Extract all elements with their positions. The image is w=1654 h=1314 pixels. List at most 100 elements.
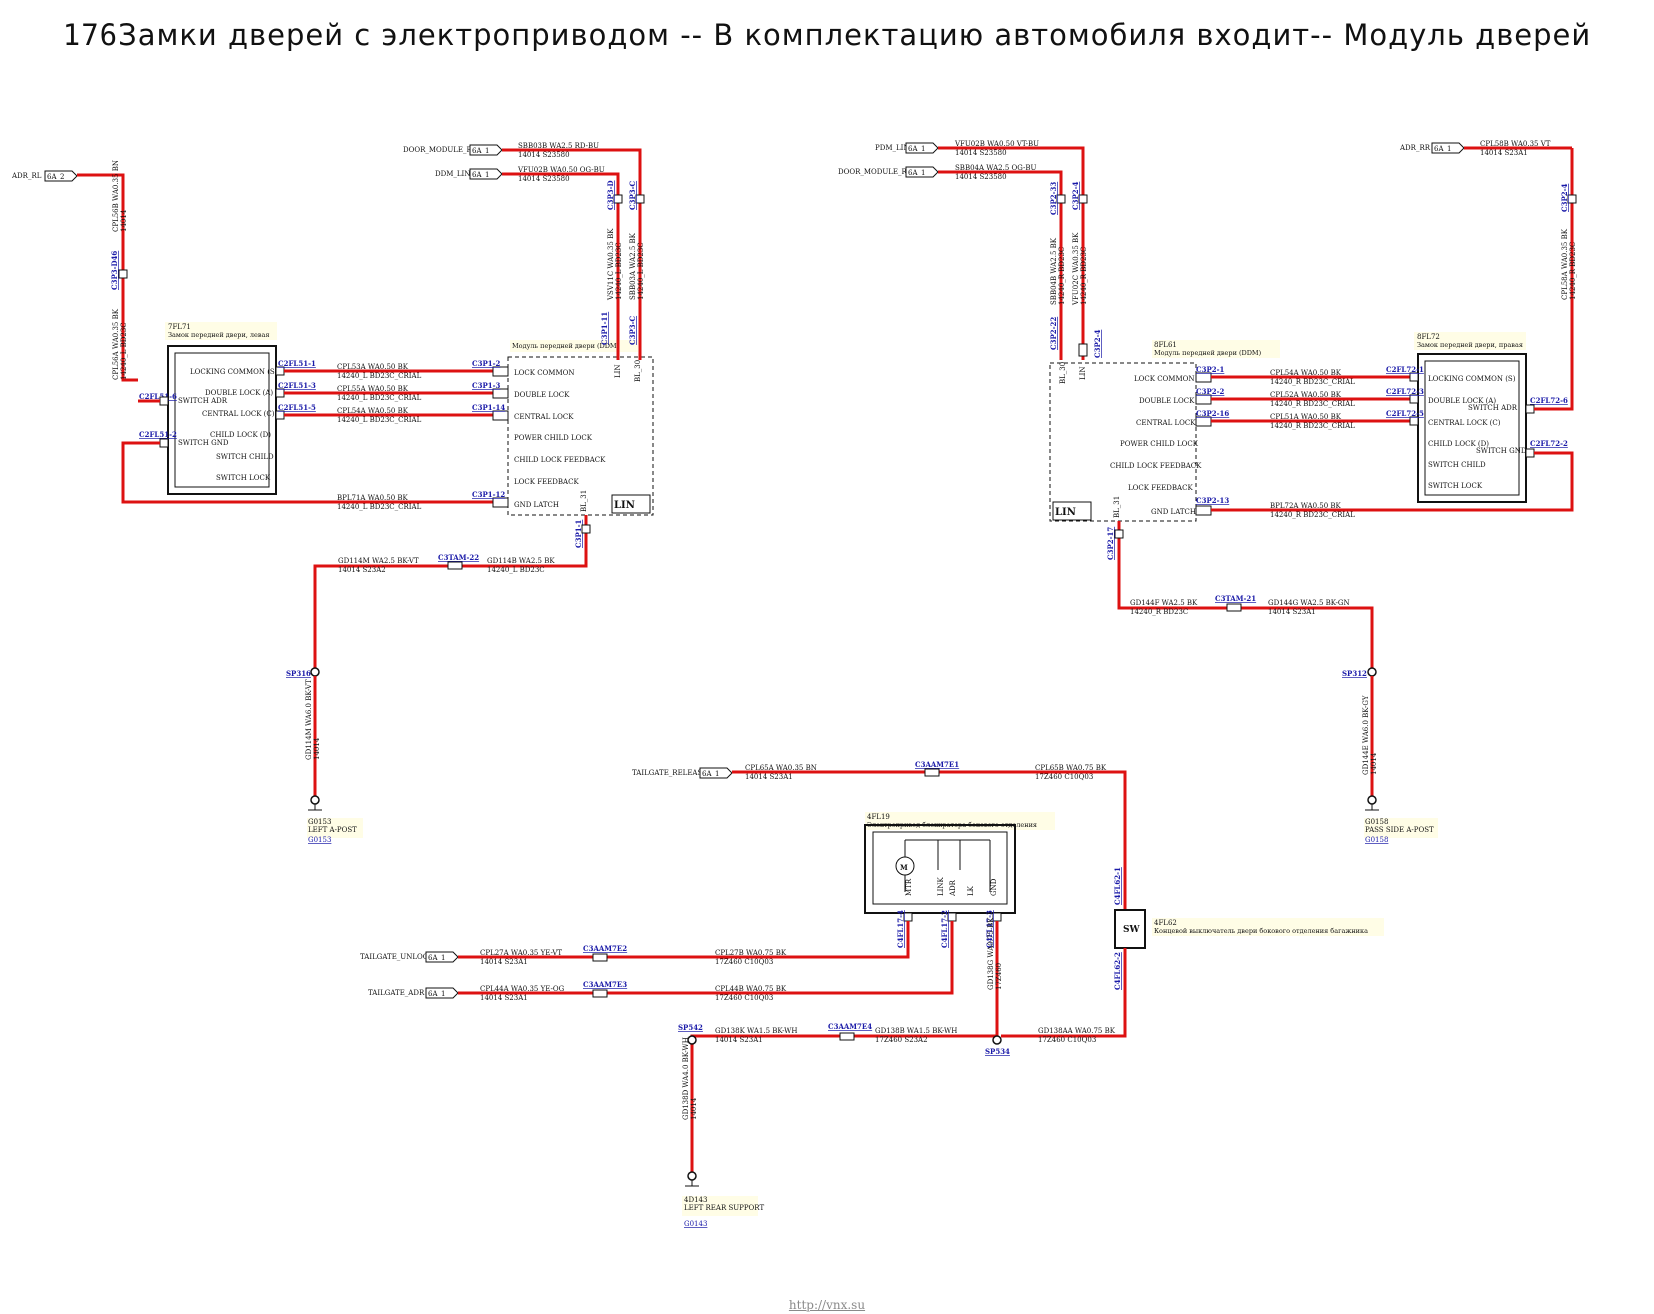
svg-text:BPL71A WA0.50 BK: BPL71A WA0.50 BK: [337, 494, 409, 502]
svg-text:14014 S23A1: 14014 S23A1: [480, 994, 528, 1002]
svg-text:TAILGATE_ADR: TAILGATE_ADR: [368, 989, 425, 997]
svg-text:PDM_LIN: PDM_LIN: [875, 144, 910, 152]
svg-text:CPL65B WA0.75 BK: CPL65B WA0.75 BK: [1035, 764, 1107, 772]
svg-text:GD114M WA2.5 BK-VT: GD114M WA2.5 BK-VT: [338, 557, 419, 565]
svg-text:C3P2-4: C3P2-4: [1093, 330, 1102, 358]
pin-label: SWITCH GND: [178, 439, 229, 447]
svg-text:CENTRAL LOCK (C): CENTRAL LOCK (C): [1428, 419, 1501, 427]
wire-tailgate-adr: [458, 921, 954, 995]
svg-text:14240_L BD23C_CRIAL: 14240_L BD23C_CRIAL: [337, 503, 422, 511]
svg-text:14240_R BD23C_CRIAL: 14240_R BD23C_CRIAL: [1270, 511, 1355, 519]
svg-text:17Z460: 17Z460: [995, 963, 1003, 990]
pin-label: LOCKING COMMON (S): [190, 368, 278, 376]
wire-door-module-rl: [502, 148, 642, 360]
svg-text:GND LATCH: GND LATCH: [1151, 508, 1196, 516]
wire-adr-left: [77, 173, 138, 382]
svg-text:LEFT A-POST: LEFT A-POST: [308, 826, 357, 834]
svg-text:VFU02B WA0.50 VT-BU: VFU02B WA0.50 VT-BU: [954, 140, 1039, 148]
ground-left-a-post: G0153 LEFT A-POST G0153: [307, 795, 363, 844]
svg-text:CPL56B WA0.35 BN: CPL56B WA0.35 BN: [112, 160, 120, 232]
svg-text:6A_1: 6A_1: [908, 145, 925, 153]
svg-text:DDM_LIN: DDM_LIN: [435, 170, 470, 178]
svg-text:14014 S23580: 14014 S23580: [955, 149, 1007, 157]
svg-text:GD138B WA1.5 BK-WH: GD138B WA1.5 BK-WH: [875, 1027, 957, 1035]
wire-tailgate-unlock: [458, 921, 910, 959]
svg-text:C3AAM7E3: C3AAM7E3: [583, 980, 627, 989]
svg-text:14014 S23A1: 14014 S23A1: [1268, 608, 1316, 616]
svg-text:C3P2-22: C3P2-22: [1049, 317, 1058, 350]
svg-text:14240_L BD23C: 14240_L BD23C: [120, 322, 128, 380]
svg-text:4D143: 4D143: [684, 1196, 707, 1204]
svg-text:Концевой выключатель двери бок: Концевой выключатель двери бокового отде…: [1154, 927, 1368, 935]
svg-text:14014 S23580: 14014 S23580: [518, 175, 570, 183]
page-title: 176Замки дверей с электроприводом -- В к…: [62, 18, 1592, 52]
svg-text:BL_30: BL_30: [1059, 362, 1067, 384]
left-door-module: Модуль передней двери (DDM) LOCK COMMON …: [492, 340, 654, 516]
svg-text:C3P2-2: C3P2-2: [1196, 387, 1224, 396]
svg-text:G0153: G0153: [308, 818, 331, 826]
svg-text:POWER CHILD LOCK: POWER CHILD LOCK: [514, 434, 593, 442]
svg-text:CPL54A WA0.50 BK: CPL54A WA0.50 BK: [1270, 369, 1342, 377]
svg-text:GD114B WA2.5 BK: GD114B WA2.5 BK: [487, 557, 555, 565]
svg-text:ADR_RR: ADR_RR: [1399, 144, 1431, 152]
svg-text:Замок передней двери, правая: Замок передней двери, правая: [1417, 341, 1523, 349]
svg-text:VFU02B WA0.50 OG-BU: VFU02B WA0.50 OG-BU: [517, 166, 605, 174]
svg-text:8FL61: 8FL61: [1154, 341, 1177, 349]
svg-text:C4FL17-4: C4FL17-4: [896, 910, 905, 948]
svg-text:14240_L BD23C: 14240_L BD23C: [637, 242, 645, 300]
svg-text:CPL44A WA0.35 YE-OG: CPL44A WA0.35 YE-OG: [480, 985, 565, 993]
svg-text:SWITCH ADR: SWITCH ADR: [1468, 404, 1518, 412]
svg-text:LOCKING COMMON (S): LOCKING COMMON (S): [1428, 375, 1516, 383]
svg-text:C2FL72-3: C2FL72-3: [1386, 387, 1424, 396]
svg-text:C4FL17-3: C4FL17-3: [985, 910, 994, 948]
svg-text:7FL71: 7FL71: [168, 323, 191, 331]
svg-text:C3AAM7E4: C3AAM7E4: [828, 1022, 872, 1031]
svg-text:C2FL51-6: C2FL51-6: [139, 392, 177, 401]
svg-text:CPL44B WA0.75 BK: CPL44B WA0.75 BK: [715, 985, 787, 993]
svg-text:6A_1: 6A_1: [1434, 145, 1451, 153]
svg-text:LIN: LIN: [1079, 366, 1087, 380]
footer-url[interactable]: http://vnx.su: [788, 1298, 866, 1312]
splice-sp312: [1367, 667, 1377, 677]
source-tag-adr-rl: ADR_RL 6A_2: [11, 170, 78, 182]
svg-text:6A_2: 6A_2: [47, 173, 64, 181]
svg-text:17Z460 C10Q03: 17Z460 C10Q03: [1035, 773, 1093, 781]
svg-text:DOUBLE LOCK (A): DOUBLE LOCK (A): [1428, 397, 1496, 405]
svg-text:C3AAM7E2: C3AAM7E2: [583, 944, 627, 953]
svg-text:C3P2-17: C3P2-17: [1106, 527, 1115, 560]
svg-text:14240_R BD23C: 14240_R BD23C: [1080, 247, 1088, 305]
pin-label: CHILD LOCK (D): [210, 431, 271, 439]
svg-text:SBB04A WA2.5 OG-BU: SBB04A WA2.5 OG-BU: [955, 164, 1036, 172]
svg-text:M: M: [900, 863, 908, 872]
svg-text:BL_31: BL_31: [580, 490, 588, 512]
svg-text:BL_30: BL_30: [634, 360, 642, 382]
svg-text:14014: 14014: [690, 1097, 698, 1120]
svg-text:C3P2-13: C3P2-13: [1196, 496, 1229, 505]
svg-text:14014 S23A1: 14014 S23A1: [745, 773, 793, 781]
svg-text:C3P1-14: C3P1-14: [472, 403, 505, 412]
svg-text:CPL27A WA0.35 YE-VT: CPL27A WA0.35 YE-VT: [480, 949, 562, 957]
svg-text:CPL52A WA0.50 BK: CPL52A WA0.50 BK: [1270, 391, 1342, 399]
svg-text:CHILD LOCK FEEDBACK: CHILD LOCK FEEDBACK: [514, 456, 606, 464]
svg-text:SBB03A WA2.5 BK: SBB03A WA2.5 BK: [629, 232, 637, 300]
source-tag-tailgate-release: TAILGATE_RELEASE 6A_1: [632, 767, 733, 779]
pin-label: DOUBLE LOCK (A): [205, 389, 273, 397]
svg-text:14240_R BD23C: 14240_R BD23C: [1130, 608, 1188, 616]
svg-text:GD144E WA6.0 BK-GY: GD144E WA6.0 BK-GY: [1362, 695, 1370, 775]
svg-text:C4FL17-2: C4FL17-2: [940, 910, 949, 948]
svg-text:GND: GND: [990, 878, 998, 896]
svg-text:TAILGATE_RELEASE: TAILGATE_RELEASE: [632, 769, 707, 777]
svg-text:CPL27B WA0.75 BK: CPL27B WA0.75 BK: [715, 949, 787, 957]
svg-text:14014 S23A1: 14014 S23A1: [715, 1036, 763, 1044]
svg-text:C4FL62-2: C4FL62-2: [1113, 952, 1122, 990]
source-tag-pdm-lin: PDM_LIN 6A_1: [875, 142, 939, 154]
tailgate-lock-actuator: 4FL19 Электропривод блокиратора бокового…: [864, 812, 1055, 922]
svg-text:LIN: LIN: [1055, 507, 1076, 518]
svg-text:POWER CHILD LOCK: POWER CHILD LOCK: [1120, 440, 1199, 448]
svg-text:C2FL72-6: C2FL72-6: [1530, 396, 1568, 405]
pin-label: SWITCH LOCK: [216, 474, 271, 482]
svg-text:C2FL72-1: C2FL72-1: [1386, 365, 1424, 374]
svg-text:ADR_RL: ADR_RL: [11, 172, 42, 180]
svg-text:SBB03B WA2.5 RD-BU: SBB03B WA2.5 RD-BU: [518, 142, 599, 150]
splice-sp542: [687, 1035, 697, 1045]
